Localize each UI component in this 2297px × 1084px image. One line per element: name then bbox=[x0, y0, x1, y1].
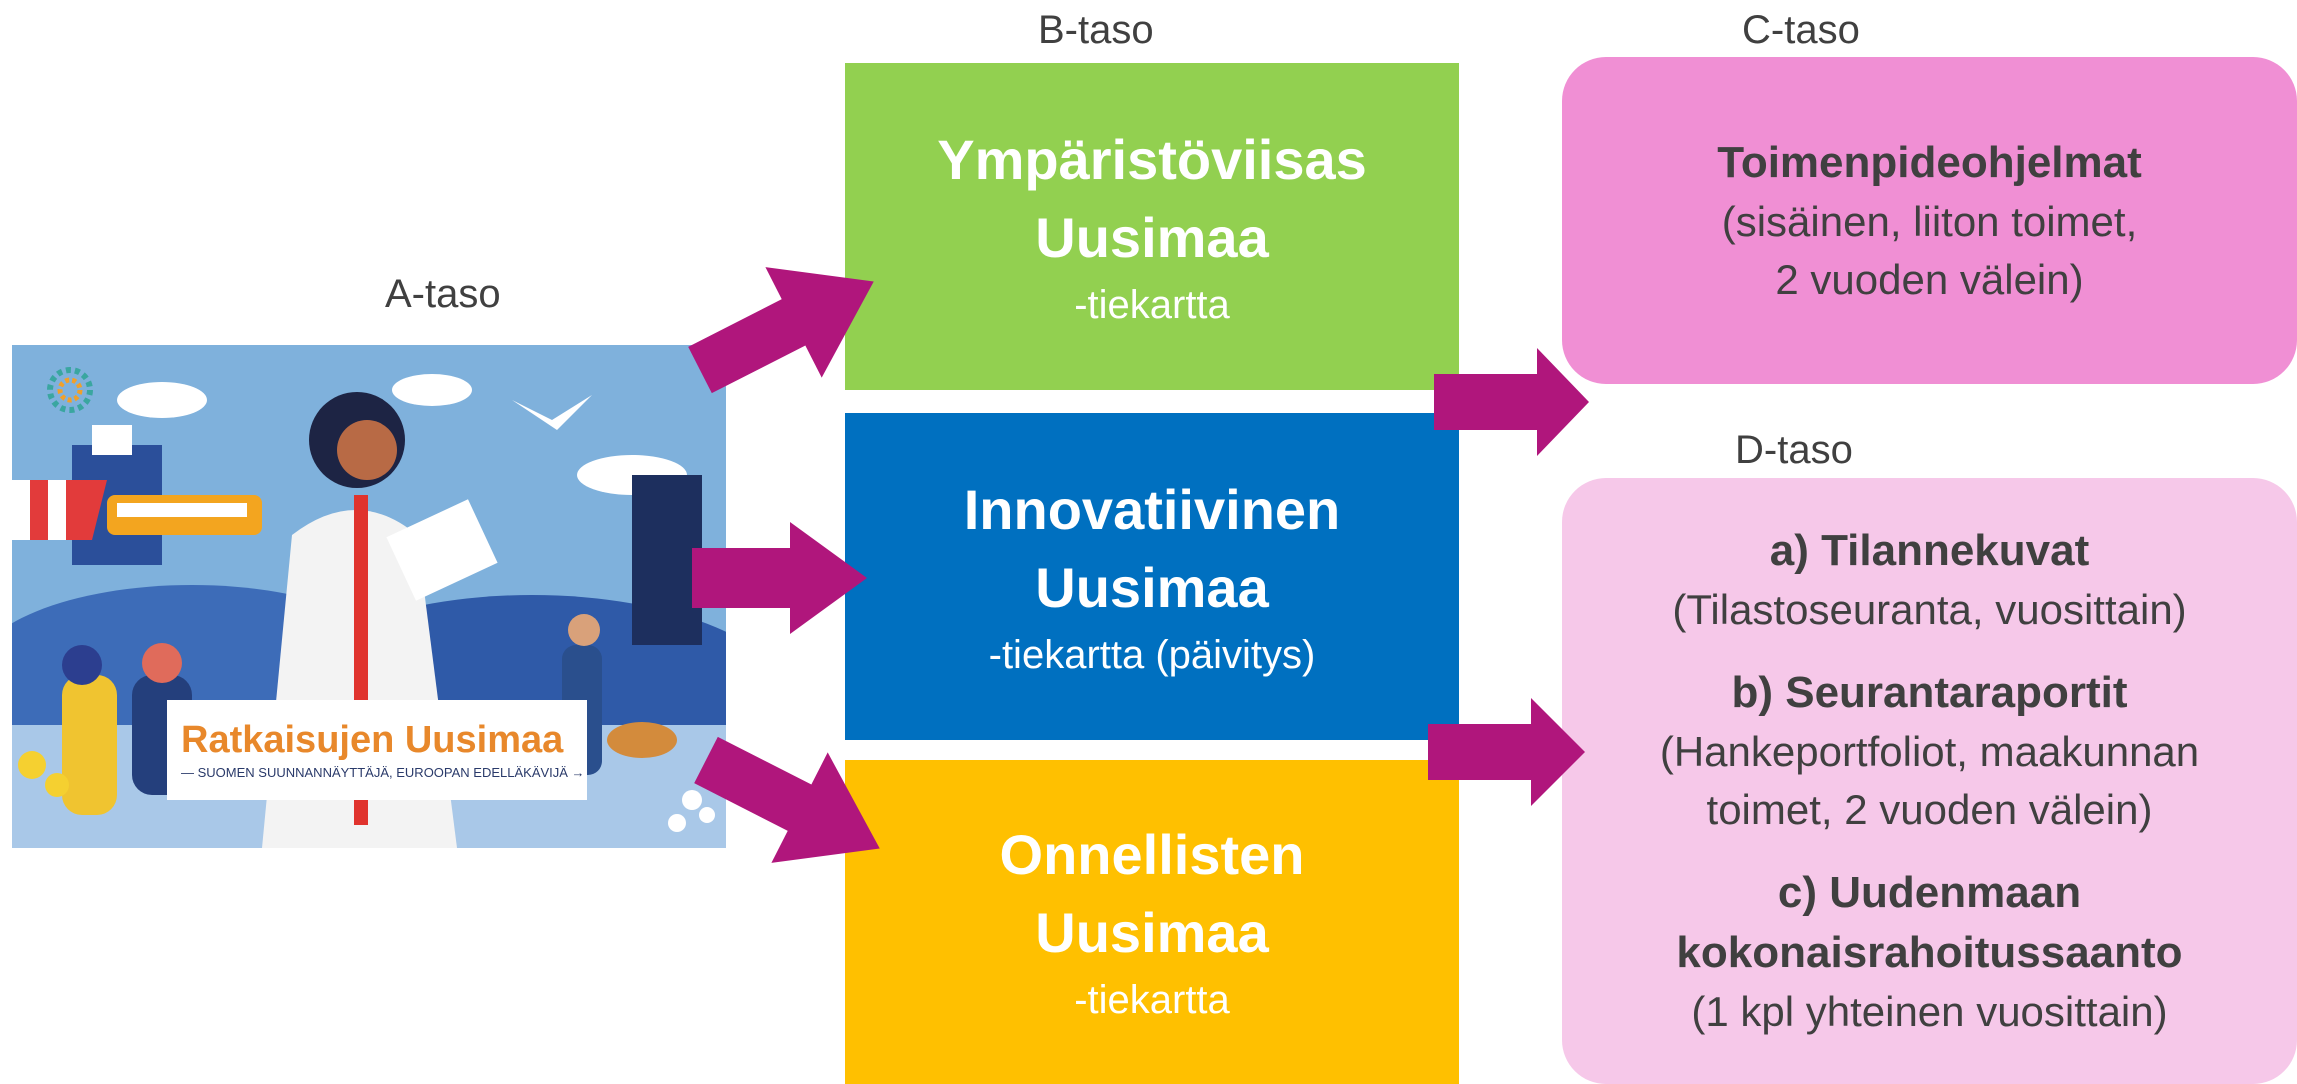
poster-title: Ratkaisujen Uusimaa bbox=[181, 719, 564, 761]
level-a-label: A-taso bbox=[385, 272, 501, 316]
d-item-a-title: a) Tilannekuvat bbox=[1769, 526, 2090, 575]
d-item-b-sub2: toimet, 2 vuoden välein) bbox=[1706, 786, 2153, 833]
c-box-title: Toimenpideohjelmat bbox=[1717, 137, 2142, 187]
d-item-c-title2: kokonaisrahoitussaanto bbox=[1676, 928, 2183, 977]
d-item-b-sub1: (Hankeportfoliot, maakunnan bbox=[1659, 728, 2200, 775]
d-item-c-sub: (1 kpl yhteinen vuosittain) bbox=[1691, 988, 2168, 1035]
c-box-action-programs: Toimenpideohjelmat (sisäinen, liiton toi… bbox=[1562, 57, 2297, 384]
level-d-label: D-taso bbox=[1735, 428, 1853, 472]
b-box-environment-title1: Ympäristöviisas bbox=[937, 127, 1367, 191]
b-box-innovation-title2: Uusimaa bbox=[1035, 555, 1269, 619]
d-item-c: c) Uudenmaan kokonaisrahoitussaanto (1 k… bbox=[1676, 863, 2182, 1041]
b-box-innovation-title1: Innovatiivinen bbox=[963, 477, 1341, 541]
d-item-a-sub: (Tilastoseuranta, vuosittain) bbox=[1672, 586, 2187, 633]
logo-icon bbox=[47, 367, 93, 413]
b-box-happy-title1: Onnellisten bbox=[999, 823, 1305, 886]
d-item-b-title: b) Seurantaraportit bbox=[1731, 668, 2128, 717]
poster-subtitle: — SUOMEN SUUNNANNÄYTTÄJÄ, EUROOPAN EDELL… bbox=[181, 765, 585, 780]
d-box-monitoring: a) Tilannekuvat (Tilastoseuranta, vuosit… bbox=[1562, 478, 2297, 1084]
level-b-label: B-taso bbox=[1038, 8, 1154, 52]
b-box-environment: Ympäristöviisas Uusimaa -tiekartta bbox=[845, 63, 1459, 390]
b-box-happy-sub: -tiekartta bbox=[1074, 978, 1230, 1022]
d-item-c-title1: c) Uudenmaan bbox=[1777, 868, 2082, 917]
d-item-b: b) Seurantaraportit (Hankeportfoliot, ma… bbox=[1660, 663, 2199, 839]
b-box-happy-title2: Uusimaa bbox=[1035, 901, 1269, 964]
d-item-a: a) Tilannekuvat (Tilastoseuranta, vuosit… bbox=[1672, 521, 2186, 639]
b-box-happy: Onnellisten Uusimaa -tiekartta bbox=[845, 760, 1459, 1084]
strategy-poster-image: Ratkaisujen Uusimaa — SUOMEN SUUNNANNÄYT… bbox=[12, 345, 726, 848]
b-box-environment-title2: Uusimaa bbox=[1035, 205, 1269, 269]
poster-title-box: Ratkaisujen Uusimaa — SUOMEN SUUNNANNÄYT… bbox=[167, 700, 587, 800]
b-box-environment-sub: -tiekartta bbox=[1074, 282, 1230, 327]
level-c-label: C-taso bbox=[1742, 8, 1860, 52]
c-box-line2: 2 vuoden välein) bbox=[1775, 255, 2084, 303]
c-box-line1: (sisäinen, liiton toimet, bbox=[1721, 197, 2138, 245]
b-box-innovation: Innovatiivinen Uusimaa -tiekartta (päivi… bbox=[845, 413, 1459, 740]
b-box-innovation-sub: -tiekartta (päivitys) bbox=[988, 632, 1316, 677]
